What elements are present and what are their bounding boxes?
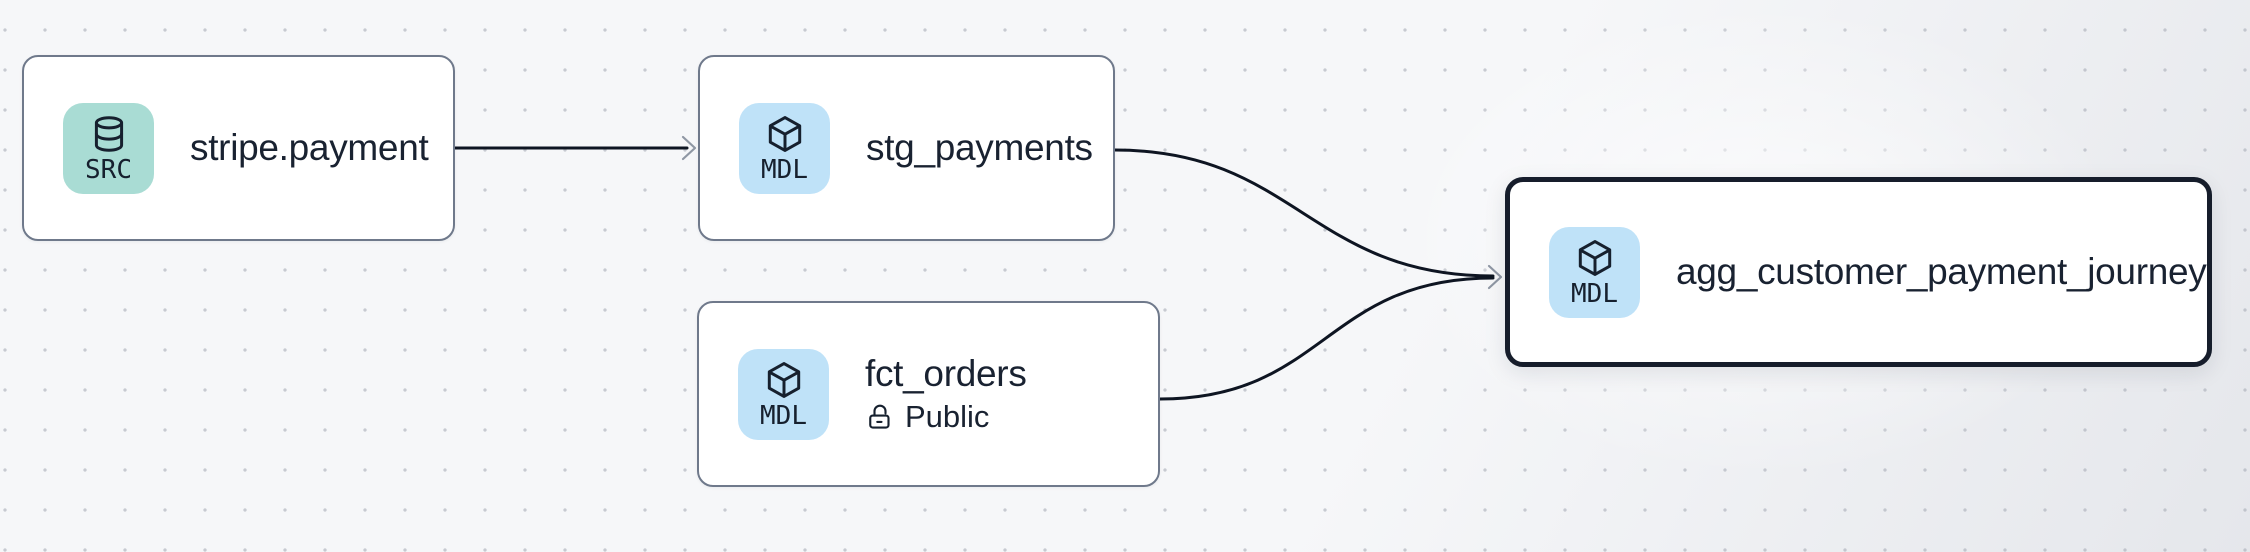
node-type-badge-mdl: MDL bbox=[1549, 226, 1640, 318]
node-title: stg_payments bbox=[866, 127, 1093, 168]
node-stripe-payment[interactable]: SRC stripe.payment bbox=[22, 55, 455, 241]
edge-fct-orders-to-agg-customer-payment-journey bbox=[1158, 276, 1495, 401]
lock-open-icon bbox=[869, 404, 890, 429]
badge-label: MDL bbox=[761, 154, 808, 185]
node-type-badge-mdl: MDL bbox=[739, 102, 830, 194]
cube-icon bbox=[768, 115, 801, 152]
cube-icon bbox=[767, 361, 800, 398]
node-title: fct_orders bbox=[865, 353, 1027, 394]
node-title: agg_customer_payment_journey bbox=[1676, 251, 2207, 292]
node-fct-orders[interactable]: MDL fct_orders Public bbox=[697, 301, 1160, 487]
node-type-badge-src: SRC bbox=[63, 102, 154, 194]
badge-label: SRC bbox=[85, 154, 132, 185]
cube-icon bbox=[1578, 239, 1611, 276]
database-icon bbox=[94, 115, 123, 152]
node-agg-customer-payment-journey[interactable]: MDL agg_customer_payment_journey bbox=[1505, 177, 2212, 367]
badge-label: MDL bbox=[760, 400, 807, 431]
node-title: stripe.payment bbox=[190, 127, 429, 168]
node-type-badge-mdl: MDL bbox=[738, 348, 829, 440]
arrowhead-icon bbox=[1487, 264, 1503, 290]
node-visibility-label: Public bbox=[905, 399, 990, 434]
arrowhead-icon bbox=[681, 135, 697, 161]
node-stg-payments[interactable]: MDL stg_payments bbox=[698, 55, 1115, 241]
edge-stg-payments-to-agg-customer-payment-journey bbox=[1113, 148, 1495, 278]
badge-label: MDL bbox=[1571, 278, 1618, 309]
node-visibility: Public bbox=[865, 397, 1027, 437]
